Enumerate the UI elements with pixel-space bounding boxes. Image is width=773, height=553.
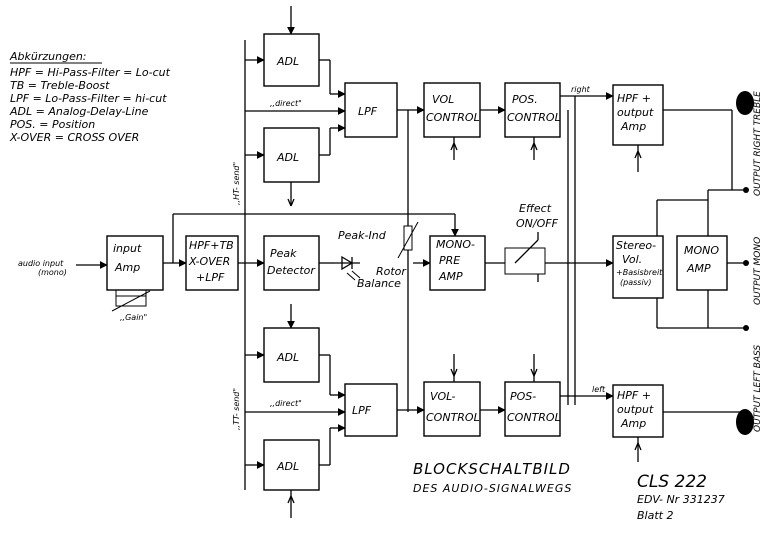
legend-heading: Abkürzungen: — [9, 50, 87, 63]
peak-detector-block — [263, 235, 320, 291]
input-amp-label-1: input — [113, 242, 142, 255]
gain-pot-arrow — [111, 290, 151, 312]
mono-pre-label-3: AMP — [438, 270, 463, 283]
output-mono-terminal — [743, 260, 749, 266]
peak-led-icon — [341, 255, 354, 271]
stereo-label-4: (passiv) — [620, 278, 652, 287]
mono-amp-block — [676, 235, 728, 291]
tt-send-label: ,,TT- send" — [232, 388, 241, 430]
output-right-blob — [736, 91, 754, 115]
audio-input-label: audio input — [18, 259, 64, 268]
effect-switch — [504, 247, 546, 275]
effect-switch-lever — [514, 239, 539, 264]
output-left-bass-label: OUTPUT LEFT BASS — [753, 344, 763, 432]
pos-label-top-2: CONTROL — [507, 111, 561, 124]
effect-label: Effect — [519, 202, 552, 215]
ht-send-label: ,,HT- send" — [232, 162, 241, 205]
hpf-tb-label-1: HPF+TB — [189, 239, 234, 252]
adl-label-bottom-2: ADL — [276, 460, 299, 473]
vol-control-block-top — [423, 82, 481, 138]
adl-block-bottom-1 — [263, 327, 320, 383]
hpf-output-amp-block-top — [612, 84, 664, 146]
peak-ind-label: Peak-Ind — [338, 229, 387, 242]
mono-amp-label-2: AMP — [686, 262, 711, 275]
mono-pre-label-1: MONO- — [436, 238, 475, 251]
vol-control-block-bottom — [423, 381, 481, 437]
rotor-label: Rotor — [376, 265, 407, 278]
vol-label-bottom-1: VOL- — [430, 390, 455, 403]
hpf-output-amp-block-bottom — [612, 384, 664, 438]
legend-item-adl: ADL = Analog-Delay-Line — [9, 105, 149, 118]
hpf-out-bottom-label-3: Amp — [620, 417, 646, 430]
gain-label: ,,Gain" — [120, 313, 147, 322]
mono-pre-amp-block — [429, 235, 486, 291]
stereo-label-2: Vol. — [622, 253, 642, 266]
vol-label-bottom-2: CONTROL — [426, 411, 480, 424]
lpf-label-bottom: LPF — [352, 404, 372, 417]
output-mono-label: OUTPUT MONO — [753, 237, 763, 305]
legend-item-hpf: HPF = Hi-Pass-Filter = Lo-cut — [10, 66, 171, 79]
balance-label: Balance — [357, 277, 401, 290]
abbreviations-legend: Abkürzungen: HPF = Hi-Pass-Filter = Lo-c… — [9, 50, 171, 144]
legend-item-xover: X-OVER = CROSS OVER — [9, 131, 139, 144]
hpf-out-bottom-label-2: output — [617, 403, 654, 416]
vol-label-top-2: CONTROL — [426, 111, 480, 124]
legend-item-lpf: LPF = Lo-Pass-Filter = hi-cut — [10, 92, 167, 105]
output-left-blob — [736, 409, 754, 435]
right-channel-label: right — [571, 85, 591, 94]
sheet-number: Blatt 2 — [637, 509, 673, 522]
hpf-tb-label-2: X-OVER — [188, 255, 230, 268]
hpf-tb-label-3: +LPF — [196, 271, 225, 284]
mono-amp-label-1: MONO — [684, 244, 719, 257]
hpf-tb-xover-block — [185, 235, 239, 291]
output-right-terminal — [743, 187, 749, 193]
adl-label-bottom-1: ADL — [276, 351, 299, 364]
edv-number: EDV- Nr 331237 — [637, 493, 725, 506]
lpf-label-top: LPF — [358, 105, 378, 118]
direct-label-top: ,,direct" — [270, 99, 302, 108]
effect-onoff-label: ON/OFF — [516, 217, 559, 230]
legend-item-pos: POS. = Position — [10, 118, 95, 131]
hpf-out-bottom-label-1: HPF + — [617, 389, 651, 402]
pos-control-block-bottom — [504, 381, 561, 437]
peak-label-2: Detector — [267, 264, 316, 277]
diagram-subtitle: DES AUDIO-SIGNALWEGS — [413, 482, 572, 495]
pos-label-top-1: POS. — [512, 93, 538, 106]
adl-block-bottom-2 — [263, 439, 320, 491]
mono-pre-label-2: PRE — [439, 254, 460, 267]
model-number: CLS 222 — [637, 472, 707, 492]
vol-label-top-1: VOL — [432, 93, 454, 106]
pos-control-block-top — [504, 82, 561, 138]
hpf-out-top-label-1: HPF + — [617, 92, 651, 105]
diagram-title: BLOCKSCHALTBILD — [413, 460, 571, 478]
rotor-balance-pot — [403, 225, 413, 251]
direct-label-bottom: ,,direct" — [270, 399, 302, 408]
output-right-treble-label: OUTPUT RIGHT TREBLE — [753, 91, 763, 196]
pos-label-bottom-1: POS- — [510, 390, 536, 403]
stereo-label-3: +Basisbreit — [616, 268, 663, 277]
legend-item-tb: TB = Treble-Boost — [10, 79, 110, 92]
hpf-out-top-label-2: output — [617, 106, 654, 119]
peak-label-1: Peak — [270, 247, 297, 260]
pos-label-bottom-2: CONTROL — [507, 411, 561, 424]
audio-input-mono-label: (mono) — [38, 268, 67, 277]
lpf-block-bottom — [344, 383, 398, 437]
lpf-block-top — [344, 82, 398, 138]
left-channel-label: left — [592, 385, 606, 394]
adl-label-top-2: ADL — [276, 151, 299, 164]
stereo-label-1: Stereo- — [616, 239, 656, 252]
output-left-terminal — [743, 325, 749, 331]
stereo-vol-block — [612, 235, 664, 299]
input-amp-label-2: Amp — [114, 261, 140, 274]
hpf-out-top-label-3: Amp — [620, 120, 646, 133]
adl-label-top-1: ADL — [276, 55, 299, 68]
